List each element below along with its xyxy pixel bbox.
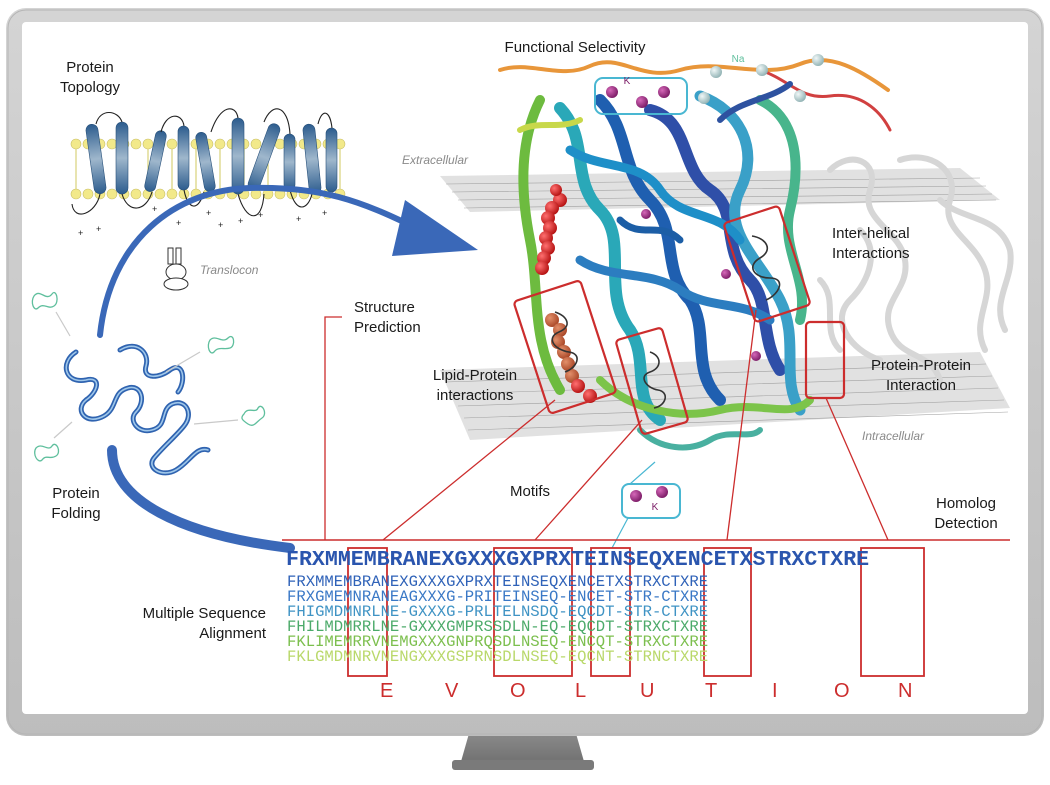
label-ion-k-bottom: K [651, 502, 659, 513]
svg-text:+: + [258, 210, 263, 220]
membrane-lower [440, 352, 1010, 440]
svg-text:+: + [296, 214, 301, 224]
topology-arrow [97, 184, 423, 338]
folding-arrow [107, 445, 295, 553]
svg-text:+: + [206, 208, 211, 218]
folding-protein [63, 343, 211, 476]
evolution-letter: L [575, 680, 587, 702]
connector-lines [324, 309, 889, 541]
structure-highlight-boxes [513, 205, 846, 435]
label-msa: Multiple Sequence Alignment [142, 605, 266, 642]
label-protein-folding: Protein Folding [51, 485, 101, 522]
alignment-row: FRXGMEMNRANEAGXXXG-PRITEINSEQ-ENCET-STR-… [287, 588, 709, 606]
alignment-row: FKLIMEMRRVNEMGXXXGNPRQSDLNSEQ-ENCQT-STRX… [287, 633, 709, 651]
evolution-letter: N [898, 680, 913, 702]
structure-ions [641, 54, 824, 361]
label-motifs: Motifs [509, 483, 550, 500]
label-extracellular: Extracellular [402, 153, 469, 167]
evolution-letter: T [705, 680, 718, 702]
alignment-row: FHIGMDMNRLNE-GXXXG-PRLTELNSDQ-EQCDT-STR-… [287, 603, 709, 621]
sequence-highlight-boxes [347, 547, 925, 677]
label-protein-protein: Protein-Protein Interaction [870, 357, 972, 394]
translocon-icon [163, 247, 189, 291]
membrane-protein-ribbon [498, 58, 892, 451]
alignment-row: FKLGMDMNRVNENGXXXGSPRNSDLNSEQ-EQCNT-STRN… [287, 648, 709, 666]
alignment-row: FRXMMEMBRANEXGXXXGXPRXTEINSEQXENCETXSTRX… [287, 573, 709, 591]
evolution-letter: O [834, 680, 850, 702]
label-lipid-protein: Lipid-Protein interactions [432, 367, 518, 404]
label-structure-prediction: Structure Prediction [354, 299, 421, 336]
label-inter-helical: Inter-helical Interactions [832, 225, 910, 262]
label-ion-na: Na [731, 54, 745, 65]
neighbor-protein [817, 154, 1014, 383]
evolution-letter: U [640, 680, 655, 702]
svg-text:+: + [96, 224, 101, 234]
consensus-sequence: FRXMMEMBRANEXGXXXGXPRXTEINSEQXENCETXSTRX… [286, 548, 870, 572]
svg-text:+: + [322, 208, 327, 218]
label-intracellular: Intracellular [862, 429, 925, 443]
lipid-molecule-brown [545, 313, 597, 403]
label-homolog-detection: Homolog Detection [934, 495, 998, 532]
evolution-letter: V [445, 680, 459, 702]
svg-text:+: + [218, 220, 223, 230]
lipid-molecule-red [535, 184, 567, 275]
svg-text:+: + [78, 228, 83, 238]
svg-text:+: + [152, 204, 157, 214]
evolution-letter: E [380, 680, 394, 702]
label-functional-selectivity: Functional Selectivity [504, 39, 646, 56]
svg-text:+: + [238, 216, 243, 226]
alignment-row: FHILMDMRRLNE-GXXXGMPRSSDLN-EQ-EQCDT-STRX… [287, 618, 709, 636]
svg-text:+: + [176, 218, 181, 228]
folding-intermediates [31, 291, 266, 462]
evolution-letter: O [510, 680, 526, 702]
label-ion-k-top: K [623, 76, 631, 87]
evolution-letter: I [772, 680, 778, 702]
k-ion-box-bottom [611, 461, 681, 549]
label-translocon: Translocon [200, 263, 259, 277]
k-ion-box-top [594, 77, 688, 115]
label-protein-topology: Protein Topology [59, 59, 121, 96]
helix-sketch [551, 235, 781, 409]
